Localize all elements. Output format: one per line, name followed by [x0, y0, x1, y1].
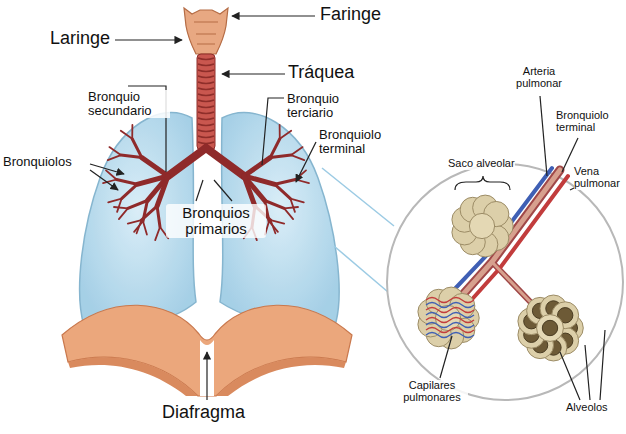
part-label: Bronquio terciario: [287, 92, 371, 120]
part-label: Arteria pulmonar: [510, 66, 568, 90]
zoom-circle: [387, 164, 623, 400]
part-label: Bronquiolos: [3, 155, 72, 169]
part-label: Bronquio secundario: [88, 90, 170, 118]
capillary-net: [426, 298, 474, 338]
part-label: Capilares pulmonares: [396, 380, 468, 404]
part-label: Diafragma: [162, 403, 245, 422]
part-label: Vena pulmonar: [574, 166, 622, 190]
leader-lines: [90, 16, 605, 400]
part-label: Faringe: [320, 5, 381, 24]
trachea: [197, 54, 215, 150]
alveolar-sacs: [418, 195, 583, 361]
zoom-vessels: [450, 168, 568, 312]
part-label: Bronquiolo terminal: [319, 128, 401, 156]
trachea-rings: [198, 58, 214, 144]
part-label: Laringe: [50, 29, 110, 48]
part-label: Bronquios primarios: [166, 204, 266, 238]
part-label: Bronquiolo terminal: [556, 110, 616, 134]
bronchial-tree: [103, 125, 309, 240]
larynx-ridge: [194, 22, 218, 44]
bracket: [455, 176, 510, 190]
part-label: Saco alveolar: [448, 158, 515, 170]
part-label: Tráquea: [288, 63, 354, 82]
larynx: [184, 8, 228, 54]
part-label: Alveolos: [566, 402, 608, 414]
zoom-line: [322, 168, 394, 292]
